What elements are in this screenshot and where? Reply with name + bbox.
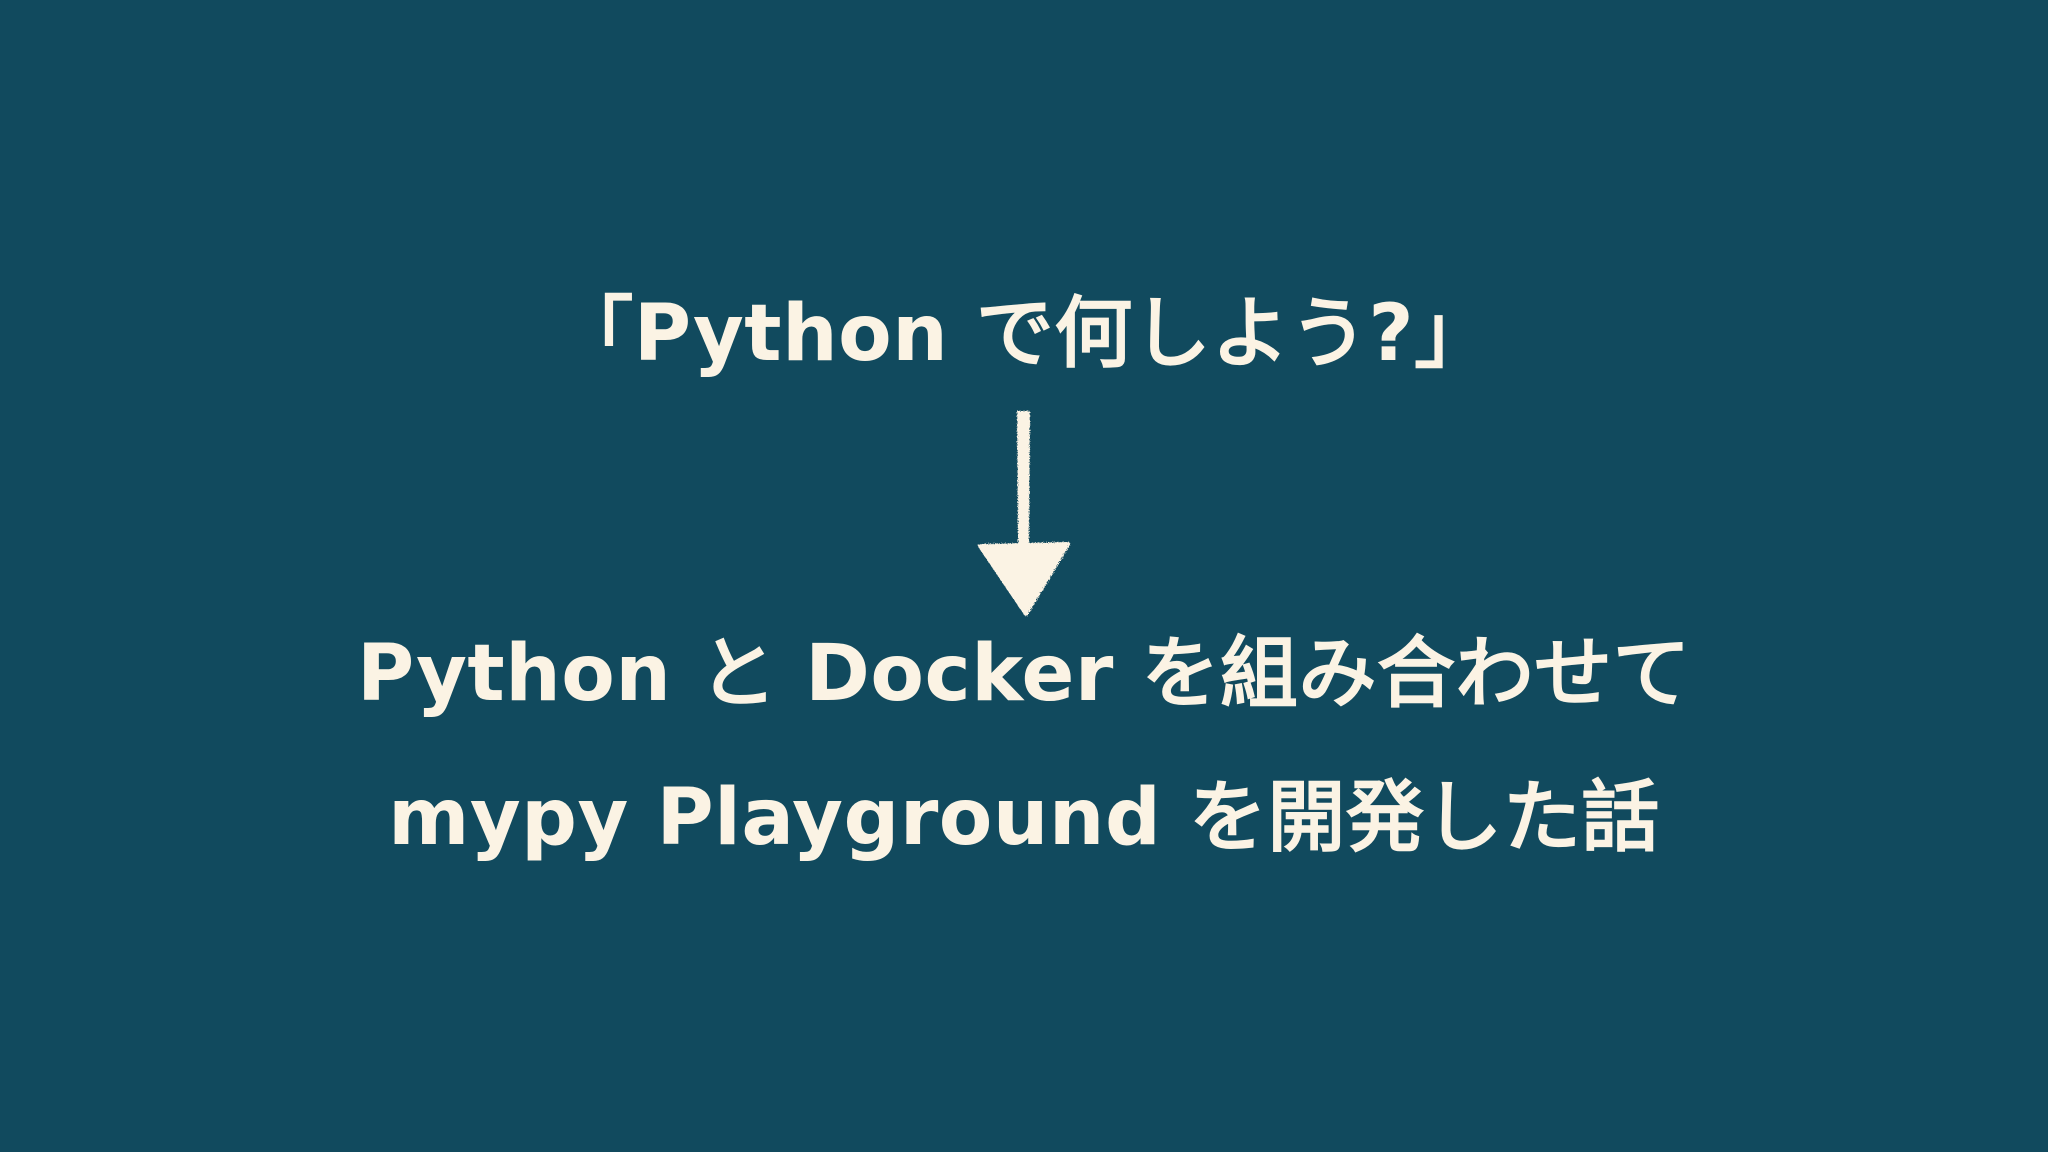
question-heading: 「Python で何しよう?」 (555, 289, 1493, 379)
answer-line-2: mypy Playground を開発した話 (388, 773, 1660, 863)
down-arrow-icon (978, 411, 1070, 616)
answer-line-1: Python と Docker を組み合わせて (356, 629, 1692, 719)
